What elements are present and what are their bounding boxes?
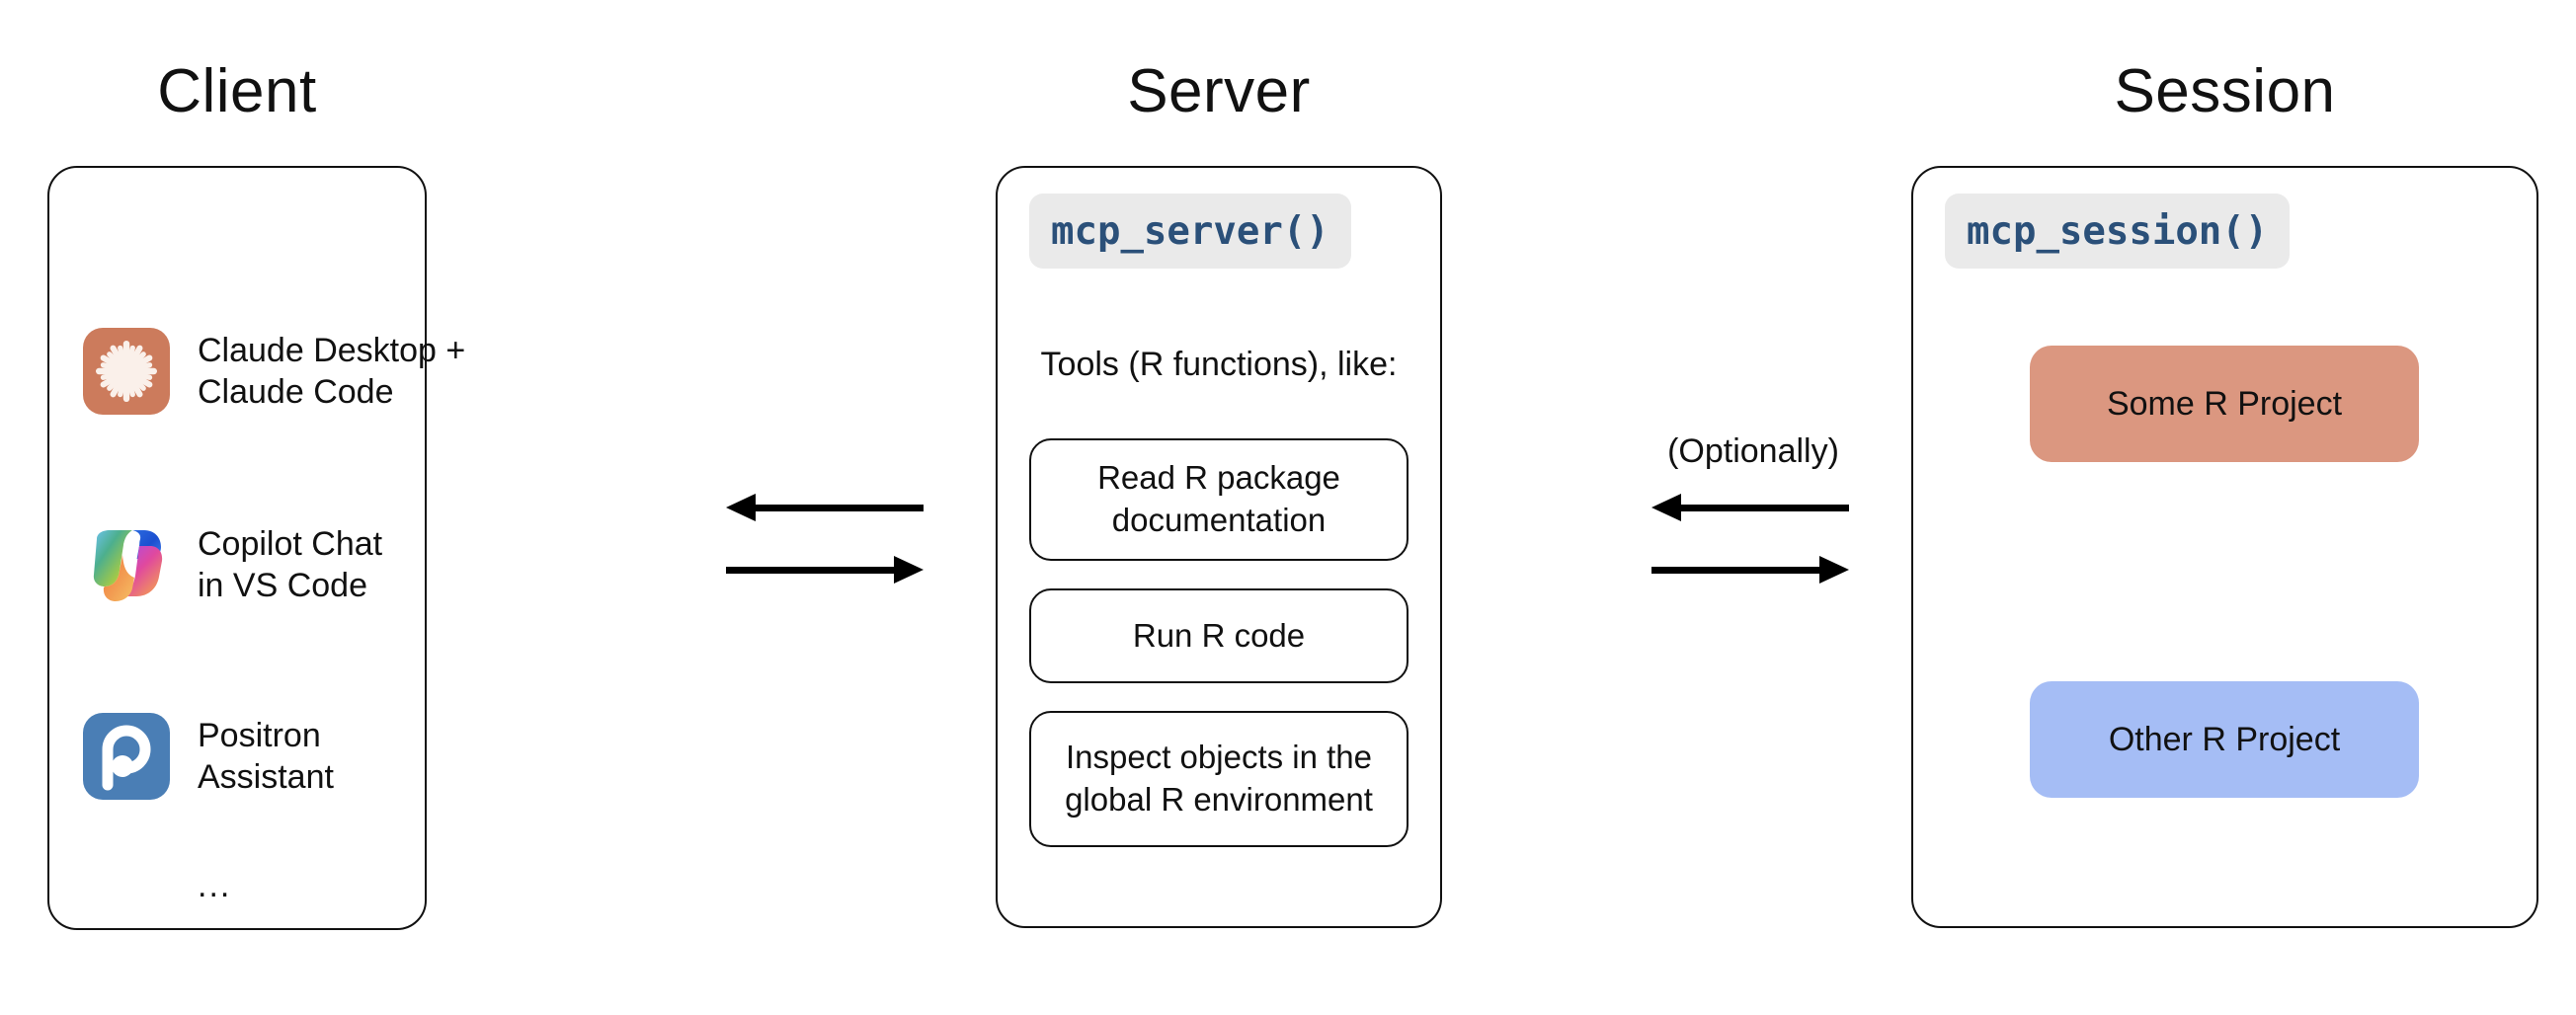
- project-card-label: Other R Project: [2108, 721, 2341, 758]
- server-session-connector: [1651, 489, 1849, 588]
- session-code-badge-text: mcp_session(): [1967, 208, 2269, 254]
- column-title-server: Server: [1127, 57, 1311, 125]
- client-item-label-positron: Positron Assistant: [198, 716, 334, 797]
- tool-box-read-docs[interactable]: Read R package documentation: [1029, 438, 1409, 561]
- arrow-shaft: [1651, 567, 1821, 574]
- project-card-other-r-project[interactable]: Other R Project: [2030, 681, 2419, 798]
- project-card-some-r-project[interactable]: Some R Project: [2030, 346, 2419, 462]
- tool-box-label: Run R code: [1132, 616, 1306, 654]
- claude-icon: [83, 328, 170, 415]
- arrow-client-to-server: [726, 551, 924, 588]
- server-code-badge-text: mcp_server(): [1051, 208, 1329, 254]
- arrow-head-right-icon: [894, 556, 924, 584]
- server-code-badge: mcp_server(): [1029, 194, 1351, 269]
- tool-box-run-r-code[interactable]: Run R code: [1029, 588, 1409, 683]
- client-item-label-claude: Claude Desktop + Claude Code: [198, 331, 466, 412]
- session-code-badge: mcp_session(): [1945, 194, 2291, 269]
- arrow-session-to-server: [1651, 489, 1849, 526]
- client-server-connector: [726, 489, 924, 588]
- client-item-positron: Positron Assistant: [83, 713, 334, 800]
- copilot-icon: [83, 521, 170, 608]
- client-item-label-copilot: Copilot Chat in VS Code: [198, 524, 383, 605]
- optionally-label: (Optionally): [1667, 432, 1839, 470]
- arrow-shaft: [754, 505, 924, 511]
- arrow-spacer: [1651, 526, 1849, 551]
- arrow-server-to-client: [726, 489, 924, 526]
- arrow-spacer: [726, 526, 924, 551]
- column-title-session: Session: [2114, 57, 2336, 125]
- arrow-head-right-icon: [1819, 556, 1849, 584]
- session-panel: [1911, 166, 2538, 928]
- client-ellipsis: ...: [198, 867, 232, 904]
- arrow-shaft: [1679, 505, 1849, 511]
- client-item-claude: Claude Desktop + Claude Code: [83, 328, 465, 415]
- arrow-shaft: [726, 567, 896, 574]
- arrow-head-left-icon: [726, 494, 756, 521]
- project-card-label: Some R Project: [2106, 385, 2343, 423]
- server-tools-caption: Tools (R functions), like:: [1040, 346, 1398, 383]
- arrow-server-to-session: [1651, 551, 1849, 588]
- positron-icon: [83, 713, 170, 800]
- column-title-client: Client: [157, 57, 317, 125]
- arrow-head-left-icon: [1651, 494, 1681, 521]
- tool-box-label: Read R package documentation: [1097, 459, 1340, 538]
- client-item-copilot: Copilot Chat in VS Code: [83, 521, 382, 608]
- tool-box-inspect-objects[interactable]: Inspect objects in the global R environm…: [1029, 711, 1409, 847]
- tool-box-label: Inspect objects in the global R environm…: [1065, 739, 1373, 818]
